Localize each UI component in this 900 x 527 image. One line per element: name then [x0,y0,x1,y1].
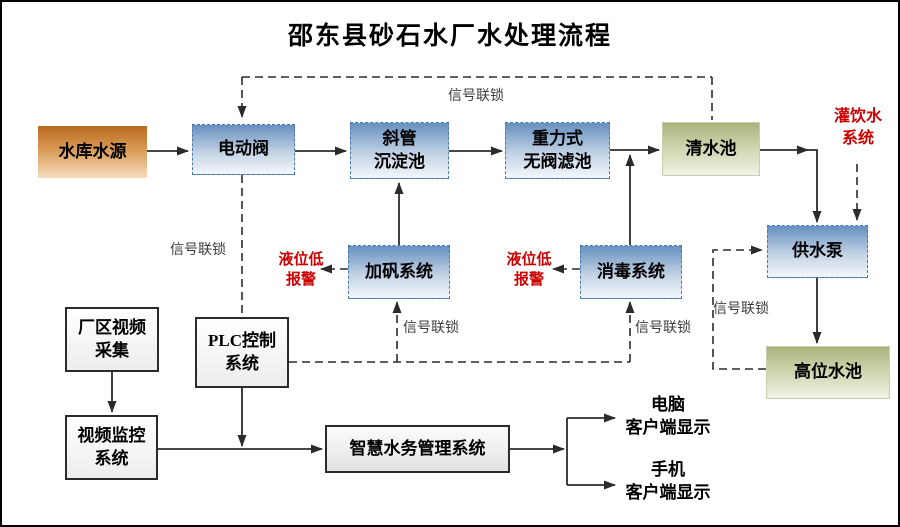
label-alarm-alum: 液位低 报警 [278,252,324,289]
label-alarm-disinfect: 液位低 报警 [506,252,552,289]
node-disinfect: 消毒系统 [580,245,682,299]
label-interlock-disinfect: 信号联锁 [635,321,691,336]
node-valve: 电动阀 [192,124,295,175]
diagram-title: 邵东县砂石水厂水处理流程 [287,23,612,50]
label-phone-client: 手机 客户端显示 [625,460,711,502]
dashed-connectors [237,76,862,370]
label-pc-client: 电脑 客户端显示 [625,395,711,437]
node-reservoir: 水库水源 [38,126,147,178]
dash-hightank-pump [712,245,766,370]
node-hightank: 高位水池 [766,346,890,399]
label-interlock-valve: 信号联锁 [170,243,226,258]
arrow-corner-pump [802,149,822,223]
node-clearwater: 清水池 [662,122,760,176]
node-video-monitor: 视频监控 系统 [65,415,158,480]
label-interlock-alum: 信号联锁 [403,321,459,336]
node-sedimentation: 斜管 沉淀池 [350,122,449,179]
node-video-capture: 厂区视频 采集 [65,307,159,372]
solid-connectors [107,145,822,490]
node-plc: PLC控制 系统 [195,317,289,388]
node-smart-water: 智慧水务管理系统 [325,425,510,473]
node-pump: 供水泵 [767,225,868,278]
label-drink-system: 灌饮水 系统 [833,108,882,147]
label-interlock-top: 信号联锁 [448,89,504,104]
label-interlock-pump: 信号联锁 [713,302,769,317]
node-filter: 重力式 无阀滤池 [505,122,610,179]
node-alum: 加矾系统 [348,245,450,299]
